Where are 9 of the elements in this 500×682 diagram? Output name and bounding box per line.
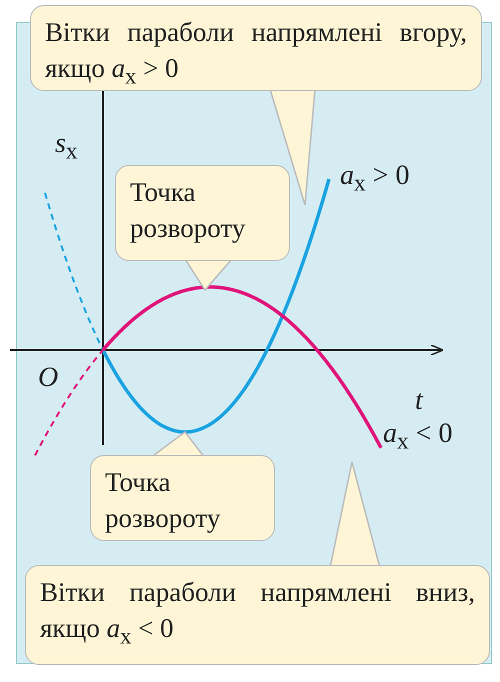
callout-text: Точка розвороту xyxy=(130,176,246,245)
callout-text: Вітки параболи напрямлені вниз, якщо a$_{x}$ < 0 xyxy=(40,576,475,650)
callout-text: Вітки параболи напрямлені вгору, якщо a$_{x}$ > 0 xyxy=(45,16,467,90)
curve-label: a$_{x}$ > 0 xyxy=(340,160,410,198)
callout-text: Точка розвороту xyxy=(105,466,222,535)
axis-label: t xyxy=(415,385,423,417)
curve-label: a$_{x}$ < 0 xyxy=(383,418,452,456)
axis-label: s$_{x}$ xyxy=(55,128,78,166)
axis-label: O xyxy=(38,362,58,394)
